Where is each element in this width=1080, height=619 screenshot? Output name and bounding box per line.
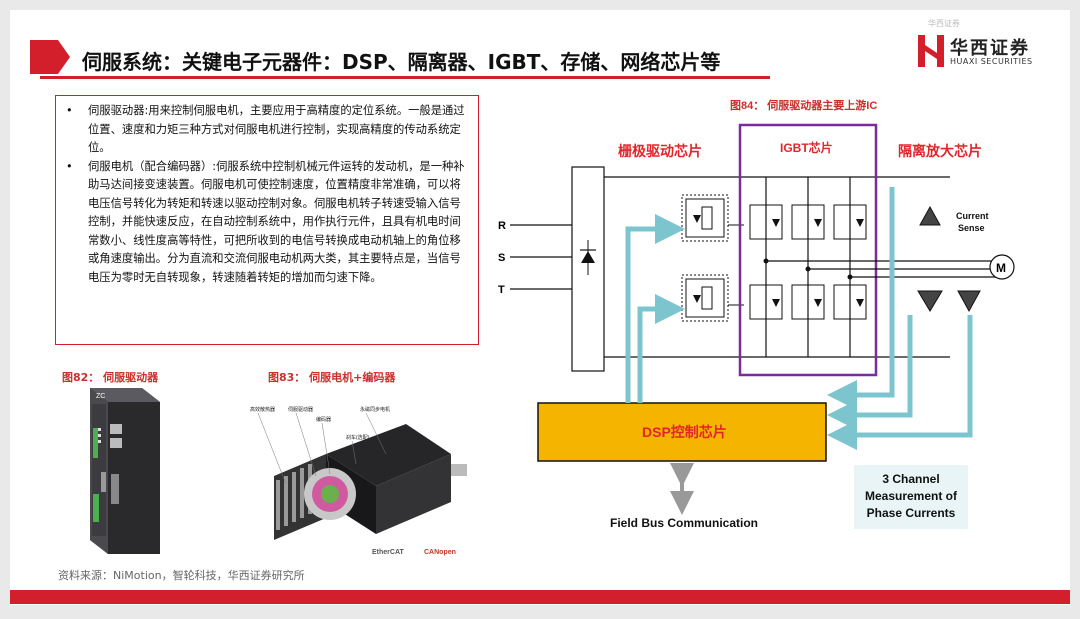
bullet-servo-motor: 伺服电机（配合编码器）:伺服系统中控制机械元件运转的发动机，是一种补助马达间接变… <box>88 158 470 288</box>
motor-label-pmsm: 永磁同步电机 <box>360 406 390 413</box>
fig84-caption: 图84： 伺服驱动器主要上游IC <box>730 98 877 112</box>
page-title: 伺服系统：关键电子元器件：DSP、隔离器、IGBT、存储、网络芯片等 <box>82 46 720 75</box>
fig83-caption: 图83： 伺服电机+编码器 <box>268 369 395 385</box>
motor-label-brake: 刹车(选配) <box>346 434 370 441</box>
measurement-line-3: Phase Currents <box>867 506 956 520</box>
footer-bar <box>10 590 1070 604</box>
canopen-logo: CANopen <box>424 549 456 556</box>
motor-label-driver: 伺服驱动器 <box>288 406 313 413</box>
bullet-servo-driver: 伺服驱动器:用来控制伺服电机，主要应用于高精度的定位系统。一般是通过位置、速度和… <box>88 102 470 158</box>
measurement-line-1: 3 Channel <box>882 472 939 486</box>
huaxi-logo-icon <box>918 35 944 67</box>
phase-s-label: S <box>498 252 505 264</box>
ethercat-logo: EtherCAT <box>372 549 404 556</box>
motor-label-encoder: 编码器 <box>316 416 331 423</box>
current-sense-label-1: Current <box>956 211 989 221</box>
source-note: 资料来源：NiMotion，智轮科技，华西证券研究所 <box>58 567 305 583</box>
isolation-amp-label: 隔离放大芯片 <box>898 143 982 159</box>
company-logo: 华西证券 HUAXI SECURITIES <box>918 32 1058 72</box>
servo-driver-image: ZC <box>68 384 168 560</box>
field-bus-label: Field Bus Communication <box>610 516 758 530</box>
motor-label: M <box>996 261 1006 275</box>
upstream-ic-diagram: 图84： 伺服驱动器主要上游IC 栅极驱动芯片 IGBT芯片 隔离放大芯片 R … <box>490 95 1050 535</box>
watermark: 华西证券 <box>928 18 960 29</box>
phase-t-label: T <box>498 284 505 296</box>
description-box: 伺服驱动器:用来控制伺服电机，主要应用于高精度的定位系统。一般是通过位置、速度和… <box>55 95 479 345</box>
servo-motor-image: 高效散热器 伺服驱动器 编码器 永磁同步电机 刹车(选配) EtherCAT C… <box>246 394 482 560</box>
logo-en-text: HUAXI SECURITIES <box>950 57 1033 66</box>
drive-brand-label: ZC <box>96 393 105 400</box>
phase-r-label: R <box>498 220 506 232</box>
dsp-label: DSP控制芯片 <box>642 424 727 440</box>
title-underline <box>40 76 770 79</box>
motor-label-heatsink: 高效散热器 <box>250 406 275 413</box>
fig82-caption: 图82： 伺服驱动器 <box>62 369 158 385</box>
current-sense-label-2: Sense <box>958 223 985 233</box>
measurement-line-2: Measurement of <box>865 489 958 503</box>
gate-driver-label: 栅极驱动芯片 <box>618 143 702 159</box>
igbt-label: IGBT芯片 <box>780 140 833 155</box>
